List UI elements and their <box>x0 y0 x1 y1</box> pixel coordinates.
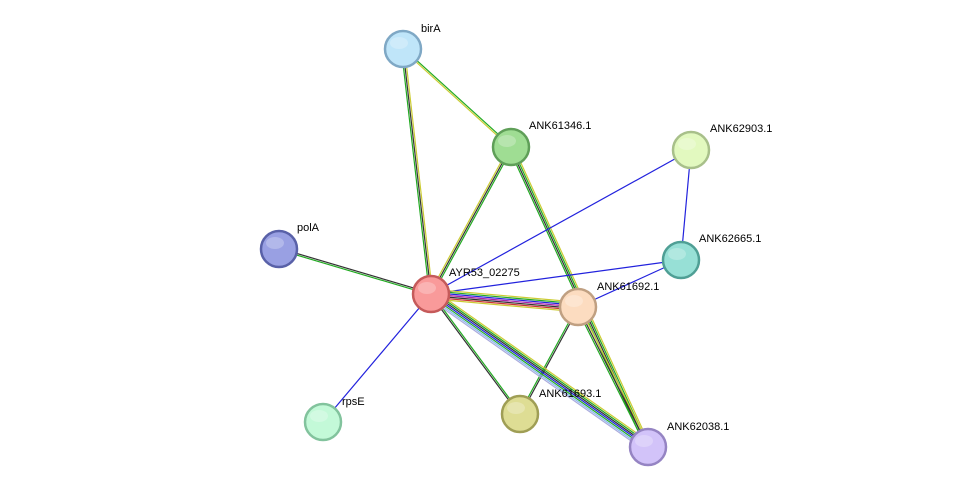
node-highlight <box>390 37 408 49</box>
edge-evidence-line <box>520 307 580 415</box>
node-label-ank62665-1: ANK62665.1 <box>699 233 761 245</box>
edge-evidence-line <box>430 146 512 295</box>
edge-ayr53-02275-ank61692-1[interactable] <box>430 288 579 313</box>
node-ank62903-1[interactable] <box>671 130 711 170</box>
edge-ayr53-02275-ank62903-1[interactable] <box>430 149 692 295</box>
edge-evidence-line <box>430 149 692 295</box>
node-label-ank62038-1: ANK62038.1 <box>667 421 729 433</box>
node-label-rpse: rpsE <box>342 396 365 408</box>
edge-ayr53-02275-bira[interactable] <box>400 48 434 295</box>
edge-evidence-line <box>402 49 511 149</box>
node-label-bira: birA <box>421 23 441 35</box>
edge-ank61692-1-ank61693-1[interactable] <box>518 306 580 415</box>
node-label-ank62903-1: ANK62903.1 <box>710 123 772 135</box>
node-highlight <box>498 135 516 147</box>
edge-evidence-line <box>431 291 579 307</box>
edge-evidence-line <box>578 306 650 447</box>
edge-evidence-line <box>576 307 648 448</box>
node-highlight <box>678 138 696 150</box>
edge-evidence-line <box>279 247 432 294</box>
edge-evidence-line <box>322 293 432 423</box>
edge-evidence-line <box>278 249 431 296</box>
node-highlight <box>418 282 436 294</box>
node-highlight <box>507 402 525 414</box>
edge-evidence-line <box>430 298 578 313</box>
edge-ayr53-02275-ank61346-1[interactable] <box>429 145 513 296</box>
edge-evidence-line <box>403 47 512 147</box>
edge-evidence-line <box>428 296 647 451</box>
node-label-ank61693-1: ANK61693.1 <box>539 388 601 400</box>
edge-evidence-line <box>430 259 682 295</box>
edge-evidence-line <box>431 147 513 296</box>
node-highlight <box>266 237 284 249</box>
label-layer: birA ANK61346.1 ANK62903.1 polA ANK62665.1AY… <box>297 23 772 433</box>
edge-evidence-line <box>429 294 520 415</box>
edge-evidence-line <box>431 293 522 414</box>
node-label-ayr53-02275: AYR53_02275 <box>449 267 520 279</box>
node-highlight <box>310 410 328 422</box>
node-label-ank61692-1: ANK61692.1 <box>597 281 659 293</box>
edge-evidence-line <box>431 290 579 305</box>
edge-evidence-line <box>427 297 646 452</box>
edge-ayr53-02275-rpse[interactable] <box>322 293 432 423</box>
edge-evidence-line <box>433 289 652 444</box>
edge-evidence-line <box>403 48 434 294</box>
edge-evidence-line <box>429 145 511 294</box>
edge-evidence-line <box>400 49 431 295</box>
edge-evidence-line <box>402 48 432 295</box>
node-bira[interactable] <box>383 29 423 69</box>
edge-evidence-line <box>577 306 649 448</box>
node-highlight <box>635 435 653 447</box>
edge-bira-ank61346-1[interactable] <box>402 47 512 149</box>
edge-ayr53-02275-ank62665-1[interactable] <box>430 259 682 295</box>
node-ank61693-1[interactable] <box>500 394 540 434</box>
edge-evidence-line <box>430 293 579 308</box>
edge-ank61692-1-ank62038-1[interactable] <box>576 306 650 448</box>
node-rpse[interactable] <box>303 402 343 442</box>
edge-ayr53-02275-ank62038-1[interactable] <box>427 289 652 452</box>
node-ayr53-02275[interactable] <box>411 274 451 314</box>
edge-ayr53-02275-ank61693-1[interactable] <box>429 293 522 415</box>
edge-evidence-line <box>431 292 650 447</box>
node-ank61346-1[interactable] <box>491 127 531 167</box>
edge-evidence-line <box>432 290 651 445</box>
edge-evidence-line <box>430 296 578 311</box>
node-layer <box>259 29 711 467</box>
edge-evidence-line <box>518 306 578 414</box>
edge-ayr53-02275-pola[interactable] <box>278 247 432 296</box>
node-ank62038-1[interactable] <box>628 427 668 467</box>
node-label-pola: polA <box>297 222 320 234</box>
node-ank61692-1[interactable] <box>558 287 598 327</box>
node-ank62665-1[interactable] <box>661 240 701 280</box>
node-label-ank61346-1: ANK61346.1 <box>529 120 591 132</box>
edge-layer <box>278 47 692 452</box>
edge-evidence-line <box>429 294 648 449</box>
node-highlight <box>565 295 583 307</box>
edge-evidence-line <box>430 294 578 310</box>
node-pola[interactable] <box>259 229 299 269</box>
node-highlight <box>668 248 686 260</box>
edge-evidence-line <box>430 293 649 448</box>
edge-evidence-line <box>431 288 579 303</box>
